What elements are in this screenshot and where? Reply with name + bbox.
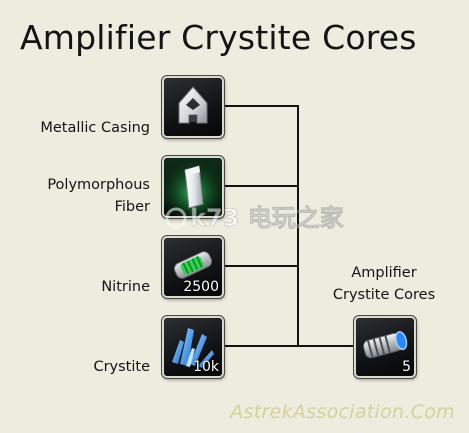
- item-slot-metallic-casing[interactable]: [161, 75, 225, 139]
- page-title: Amplifier Crystite Cores: [20, 18, 417, 57]
- svg-text:k73 电玩之家: k73 电玩之家: [190, 204, 344, 232]
- result-quantity: 5: [402, 359, 411, 375]
- item-slot-polymorphous-fiber[interactable]: [161, 155, 225, 219]
- connector-polymorphous-fiber: [222, 185, 298, 187]
- connector-nitrine: [222, 265, 298, 267]
- connector-metallic-casing: [222, 105, 298, 107]
- result-slot-amplifier-crystite-cores[interactable]: 5: [353, 315, 417, 379]
- site-watermark: AstrekAssociation.Com: [230, 401, 455, 423]
- ingredient-label-nitrine: Nitrine: [101, 279, 150, 295]
- connector-trunk: [297, 105, 299, 347]
- item-quantity-crystite: 10k: [193, 359, 219, 375]
- item-slot-crystite[interactable]: 10k: [161, 315, 225, 379]
- item-quantity-nitrine: 2500: [183, 279, 219, 295]
- connector-crystite: [222, 345, 354, 347]
- k73-watermark-logo: k73 电玩之家: [162, 196, 344, 236]
- result-label: Amplifier Crystite Cores: [332, 265, 436, 303]
- ingredient-label-metallic-casing: Metallic Casing: [40, 120, 150, 136]
- ingredient-label-polymorphous-fiber: Polymorphous Fiber: [47, 177, 150, 215]
- item-slot-nitrine[interactable]: 2500: [161, 235, 225, 299]
- ingredient-label-crystite: Crystite: [93, 359, 150, 375]
